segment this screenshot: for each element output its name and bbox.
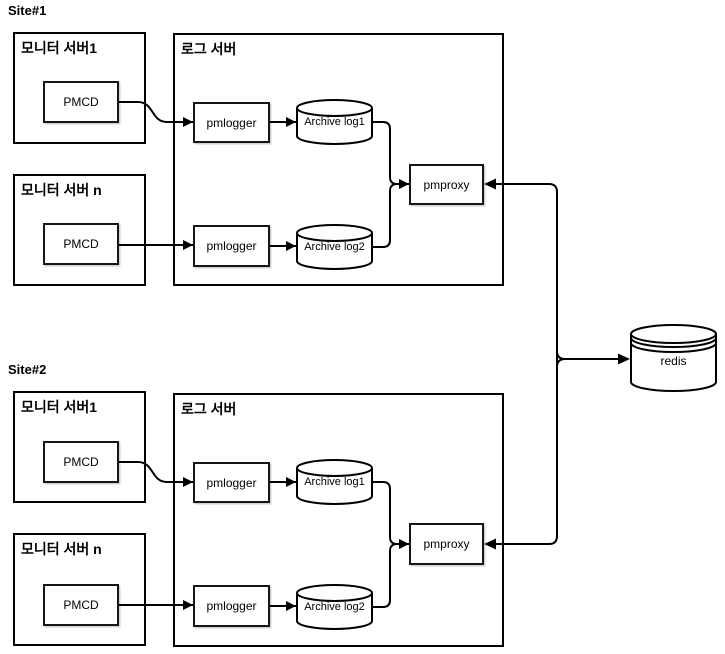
archive-log2-label: Archive log2 — [304, 241, 365, 253]
site2-monitor-server-n-title: 모니터 서버 n — [21, 541, 102, 557]
connector-pmproxy-trunk — [496, 183, 558, 545]
pmproxy-label: pmproxy — [423, 177, 470, 192]
site1-log-server-title: 로그 서버 — [181, 41, 237, 57]
site1-label: Site#1 — [8, 3, 47, 18]
site1-pmlogger2-node: pmlogger — [193, 225, 270, 267]
site2-pmlogger2-node: pmlogger — [193, 585, 270, 627]
pmlogger-label: pmlogger — [206, 475, 257, 490]
site2-label: Site#2 — [8, 362, 47, 377]
site1-monitor-server-n-box: 모니터 서버 n — [13, 174, 146, 286]
pmcd-label: PMCD — [63, 237, 99, 251]
site1-pmlogger1-node: pmlogger — [193, 102, 270, 143]
archive-log2-label: Archive log2 — [304, 601, 365, 613]
site2-monitor-server1-pmcd-node: PMCD — [43, 441, 119, 483]
site2-archive-log2-cylinder: Archive log2 — [296, 584, 373, 630]
site1-monitor-server-n-title: 모니터 서버 n — [21, 182, 102, 198]
pmcd-label: PMCD — [63, 598, 99, 612]
site1-archive-log2-cylinder: Archive log2 — [296, 224, 373, 270]
redis-cylinder: redis — [630, 324, 717, 392]
pmcd-label: PMCD — [63, 95, 99, 109]
database-cylinder-icon — [296, 99, 373, 145]
site1-monitor-server-n-pmcd-node: PMCD — [43, 223, 119, 265]
database-cylinder-icon — [296, 224, 373, 270]
site2-archive-log1-cylinder: Archive log1 — [296, 459, 373, 505]
site1-monitor-server1-title: 모니터 서버1 — [21, 40, 98, 56]
pmproxy-label: pmproxy — [423, 537, 470, 551]
site2-monitor-server-n-pmcd-node: PMCD — [43, 584, 119, 626]
site2-log-server-title: 로그 서버 — [181, 401, 237, 417]
archive-log1-label: Archive log1 — [304, 116, 365, 128]
archive-log1-label: Archive log1 — [304, 476, 365, 488]
redis-label: redis — [660, 354, 687, 368]
site2-pmproxy-node: pmproxy — [409, 523, 484, 565]
pmlogger-label: pmlogger — [206, 115, 257, 130]
connector-trunk-junction-flare — [556, 358, 566, 368]
connector-trunk-to-redis — [556, 350, 618, 360]
site1-monitor-server1-pmcd-node: PMCD — [43, 81, 119, 123]
site2-monitor-server1-title: 모니터 서버1 — [21, 399, 98, 415]
pmlogger-label: pmlogger — [206, 599, 257, 613]
database-cylinder-icon — [296, 584, 373, 630]
database-cylinder-icon — [630, 324, 717, 392]
pmlogger-label: pmlogger — [206, 239, 257, 253]
site1-pmproxy-node: pmproxy — [409, 164, 484, 205]
arrowhead-into-redis — [618, 353, 630, 365]
pmcd-label: PMCD — [63, 455, 99, 469]
site1-archive-log1-cylinder: Archive log1 — [296, 99, 373, 145]
site1-monitor-server1-box: 모니터 서버1 — [13, 32, 146, 144]
site2-pmlogger1-node: pmlogger — [193, 462, 270, 503]
database-cylinder-icon — [296, 459, 373, 505]
